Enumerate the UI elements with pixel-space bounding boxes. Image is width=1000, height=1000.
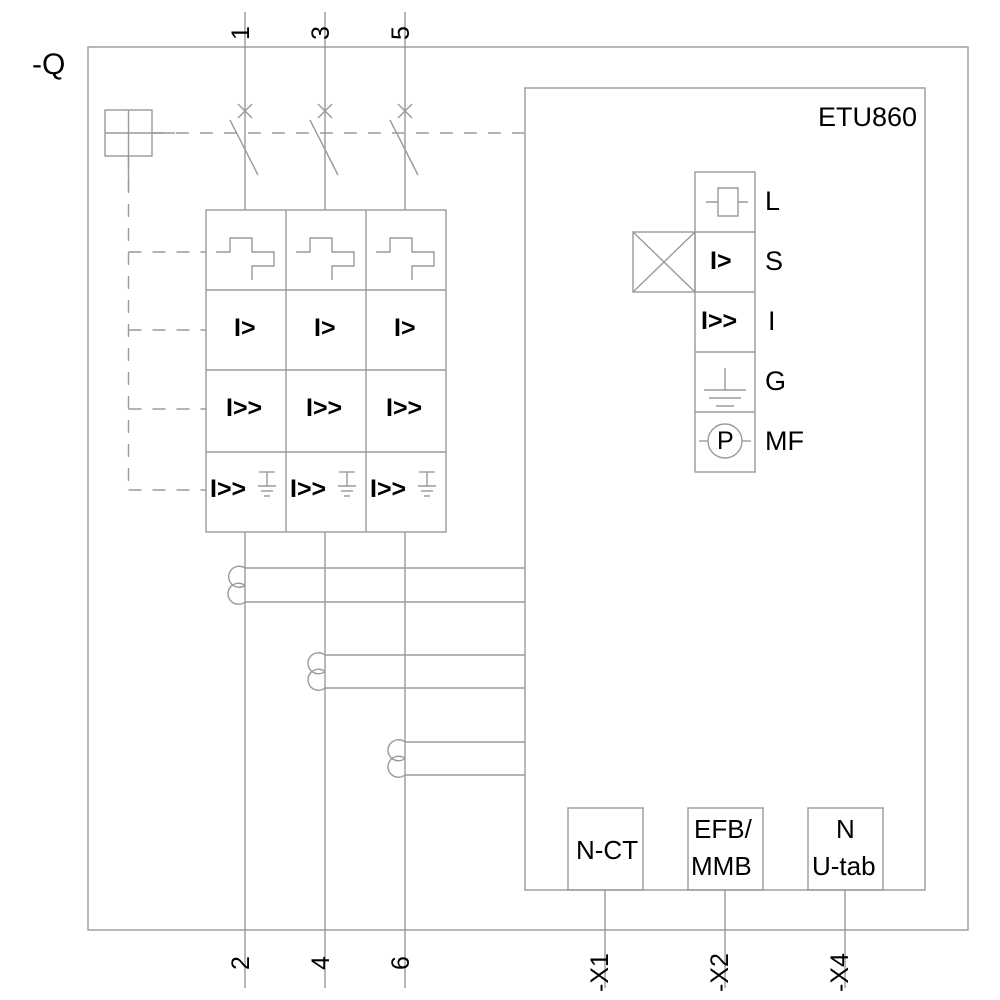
connector-label-x2: -X2: [706, 953, 734, 992]
etu860-label: ETU860: [818, 102, 918, 132]
main-contact-pole-2: [309, 103, 339, 176]
etu-measuring-module-box: [632, 231, 696, 293]
release-cell-i1-p1: I>: [234, 314, 256, 342]
etu-symbol-s: I>: [710, 247, 732, 275]
device-designation: -Q: [32, 48, 66, 81]
release-cell-i1-p3: I>: [394, 314, 416, 342]
main-contact-pole-3: [389, 103, 419, 176]
release-cell-earth-p2: I>>: [290, 475, 327, 503]
release-cell-i2-p3: I>>: [386, 394, 423, 422]
etu860-panel-outline: [524, 87, 926, 891]
terminal-label-6: 6: [387, 956, 415, 970]
etu-function-letter-s: S: [765, 246, 784, 276]
device-outline: [87, 46, 969, 931]
release-block-outline: [205, 209, 447, 533]
current-transformer-l1: [227, 565, 525, 605]
etu-symbol-i: I>>: [701, 307, 738, 335]
module-label-utab: U-tab: [812, 851, 876, 881]
earth-symbol-3: [418, 471, 436, 497]
module-label-efb: EFB/: [694, 814, 752, 844]
etu-p-letter: P: [717, 427, 734, 455]
etu-symbol-column: [694, 171, 756, 473]
etu-p-meter-glyph: [699, 423, 751, 459]
release-cell-earth-p1: I>>: [210, 475, 247, 503]
release-cell-i2-p1: I>>: [226, 394, 263, 422]
main-contact-pole-1: [229, 103, 259, 176]
connector-label-x4: -X4: [826, 953, 854, 992]
earth-symbol-1: [258, 471, 276, 497]
release-cell-i2-p2: I>>: [306, 394, 343, 422]
earth-symbol-2: [338, 471, 356, 497]
etu-thermal-glyph: [706, 187, 748, 217]
terminal-label-5: 5: [387, 26, 415, 40]
current-transformer-l2: [307, 652, 525, 691]
terminal-label-1: 1: [227, 26, 255, 40]
terminal-label-4: 4: [307, 956, 335, 970]
module-label-n: N: [836, 814, 855, 844]
module-label-n-ct: N-CT: [576, 835, 639, 865]
module-label-mmb: MMB: [691, 851, 752, 881]
etu-function-letter-l: L: [765, 186, 781, 216]
thermal-overload-glyph-1: [216, 237, 275, 280]
current-transformer-l3: [387, 739, 525, 778]
etu-function-letter-g: G: [765, 366, 787, 396]
terminal-label-2: 2: [227, 956, 255, 970]
thermal-overload-glyph-3: [376, 237, 435, 280]
terminal-label-3: 3: [307, 26, 335, 40]
connector-label-x1: -X1: [586, 953, 614, 992]
release-cell-i1-p2: I>: [314, 314, 336, 342]
etu-earth-glyph: [704, 368, 746, 407]
release-cell-earth-p3: I>>: [370, 475, 407, 503]
operating-mechanism-symbol: [104, 109, 175, 190]
etu-function-letter-mf: MF: [765, 426, 804, 456]
etu-function-letter-i: I: [768, 306, 776, 336]
thermal-overload-glyph-2: [296, 237, 355, 280]
